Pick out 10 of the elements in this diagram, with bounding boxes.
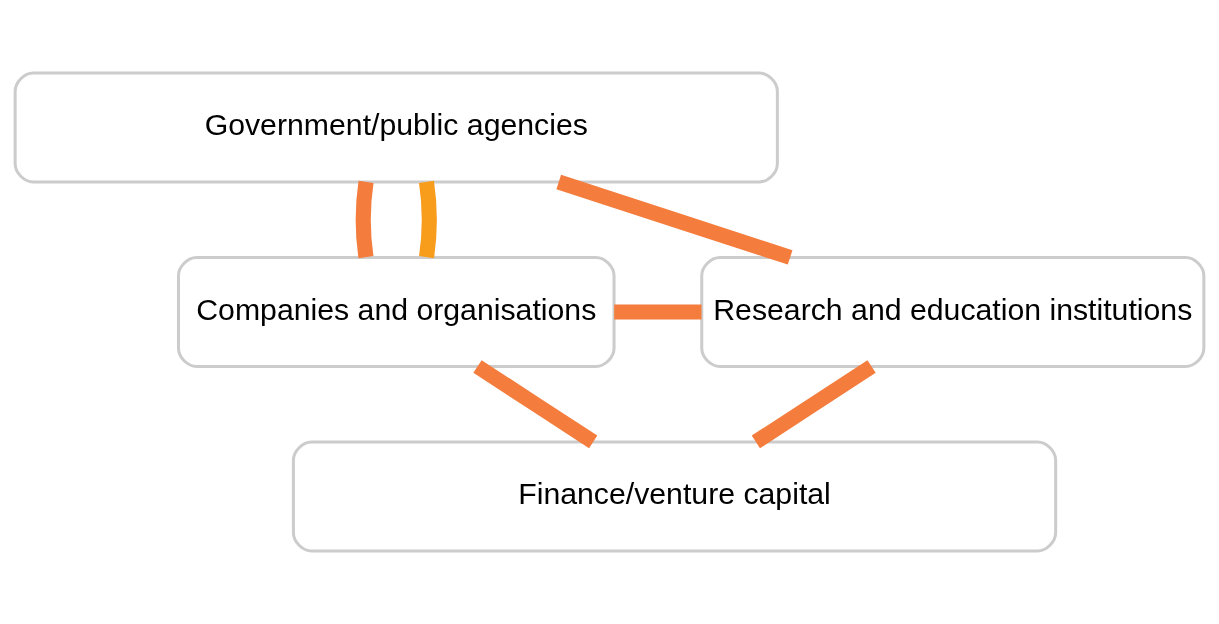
connector [556,174,793,265]
connector [419,180,437,259]
connector [751,360,876,449]
node-box: Research and education institutions [700,256,1206,368]
node-box: Finance/venture capital [291,440,1058,553]
connector [473,360,598,449]
node-box: Government/public agencies [13,71,779,184]
connector [614,304,702,320]
connector [355,180,374,259]
node-box: Companies and organisations [176,256,616,368]
